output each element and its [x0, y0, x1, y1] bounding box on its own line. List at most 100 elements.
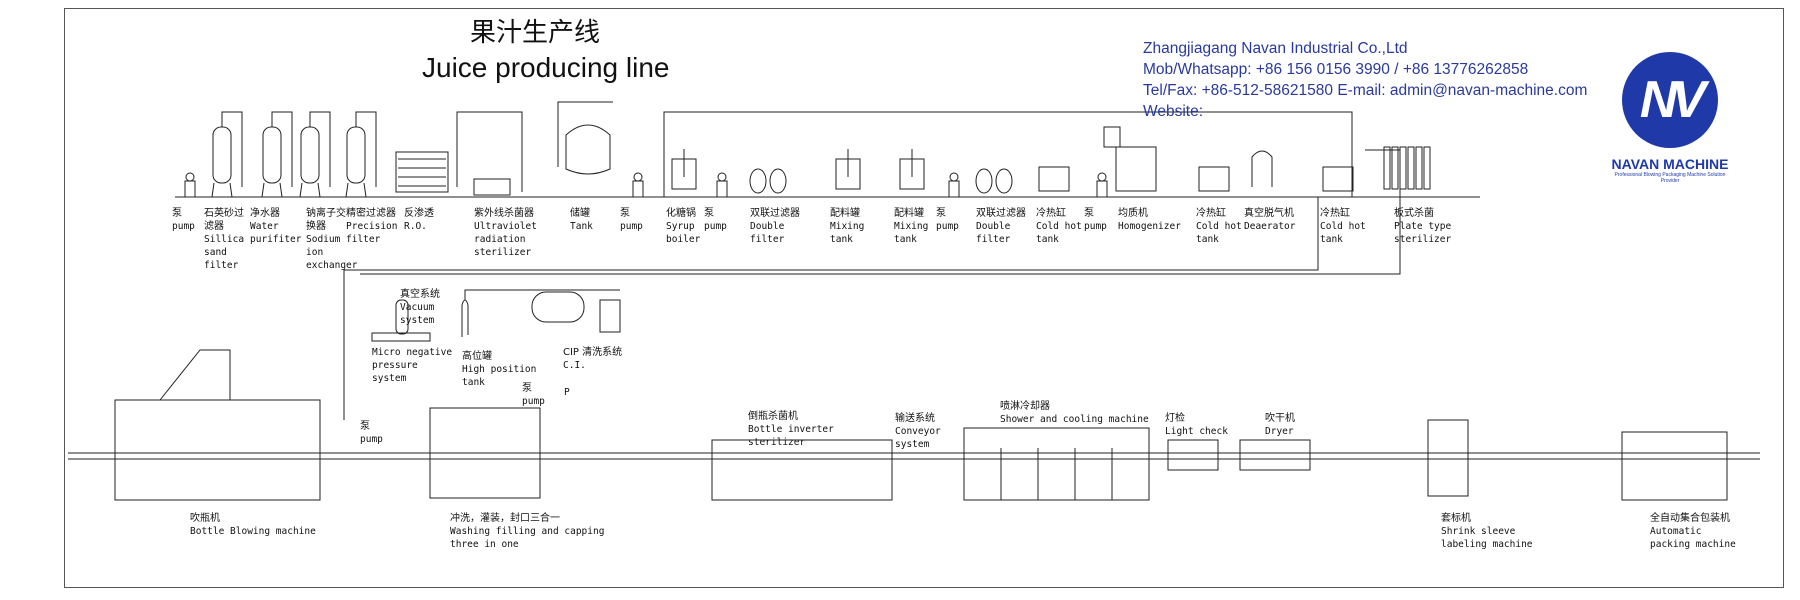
cold-hot-tank-icon — [1038, 166, 1070, 192]
label-zh: 冲洗，灌装，封口三合一 — [450, 513, 560, 524]
label-en: Cold hot tank — [1036, 221, 1082, 245]
bottom-line-item-label: 输送系统 Conveyor system — [895, 412, 941, 451]
logo-name: NAVAN MACHINE — [1611, 156, 1729, 172]
label-en: Light check — [1165, 426, 1228, 437]
filter-tank-icon — [262, 126, 282, 184]
cold-hot-tank-icon — [1322, 166, 1354, 192]
label-zh: 泵 — [936, 208, 946, 219]
label-en: Sillica sand filter — [204, 234, 245, 271]
pump-motor-icon — [633, 172, 643, 182]
label-zh: 双联过滤器 — [750, 208, 800, 219]
title-english: Juice producing line — [422, 52, 670, 83]
label-zh: 泵 — [360, 421, 370, 432]
label-en: Tank — [570, 221, 593, 232]
pump-icon — [716, 180, 728, 198]
pipe-main — [663, 111, 1353, 197]
label-zh: 净水器 — [250, 208, 280, 219]
middle-item-label: Micro negative pressure system — [372, 346, 452, 385]
label-en: pump — [172, 221, 195, 232]
storage-tank-icon — [565, 124, 611, 175]
high-position-tank-icon — [461, 299, 469, 337]
label-en: pump — [620, 221, 643, 232]
label-en: Shrink sleeve labeling machine — [1441, 526, 1533, 550]
label-zh: 灯检 — [1165, 413, 1185, 424]
label-en: Double filter — [976, 221, 1011, 245]
label-zh: 高位罐 — [462, 351, 492, 362]
label-zh: 双联过滤器 — [976, 208, 1026, 219]
pipe — [456, 111, 523, 192]
label-en: Water purifiter — [250, 221, 302, 245]
label-en: pump — [522, 396, 545, 407]
label-en: R.O. — [404, 221, 427, 232]
homogenizer-motor-icon — [1103, 126, 1121, 148]
label-zh: 化糖锅 — [666, 208, 696, 219]
label-zh: 输送系统 — [895, 413, 935, 424]
label-zh: 均质机 — [1118, 208, 1148, 219]
label-zh: 反渗透 — [404, 208, 434, 219]
pipe — [355, 111, 377, 187]
plate-sterilizer-icon — [1383, 146, 1391, 190]
pump-motor-icon — [949, 172, 959, 182]
vacuum-tank-icon — [395, 299, 409, 335]
label-zh: 真空脱气机 — [1244, 208, 1294, 219]
light-check-icon — [1167, 439, 1219, 471]
label-zh: 真空系统 — [400, 289, 440, 300]
label-zh: 冷热缸 — [1196, 208, 1226, 219]
uv-sterilizer-icon — [473, 178, 511, 196]
label-zh: 全自动集合包装机 — [1650, 513, 1730, 524]
top-line-item-label: 泵 pump — [620, 207, 643, 233]
diagram-frame — [64, 8, 1784, 588]
label-en: Precision filter — [346, 221, 398, 245]
filter-tank-icon — [212, 126, 232, 184]
cold-hot-tank-icon — [1198, 166, 1230, 192]
middle-item-label: P — [564, 386, 570, 399]
label-en: Bottle Blowing machine — [190, 526, 316, 537]
cip-tank-icon — [531, 291, 585, 323]
label-zh: 泵 — [1084, 208, 1094, 219]
middle-item-label: 真空系统 Vacuum system — [400, 288, 440, 327]
plate-sterilizer-icon — [1391, 146, 1399, 190]
company-tel-email: Tel/Fax: +86-512-58621580 E-mail: admin@… — [1143, 82, 1588, 99]
label-en: Vacuum system — [400, 302, 435, 326]
double-filter-icon — [995, 168, 1013, 194]
pipe — [271, 111, 293, 187]
pipe — [464, 289, 620, 300]
label-zh: 配料罐 — [894, 208, 924, 219]
pump-icon — [948, 180, 960, 198]
navan-logo: NV NAVAN MACHINE Professional Blowing Pa… — [1610, 52, 1730, 184]
label-zh: 紫外线杀菌器 — [474, 208, 534, 219]
label-en: Mixing tank — [894, 221, 929, 245]
label-en: pump — [1084, 221, 1107, 232]
deaerator-icon — [1251, 150, 1273, 187]
top-line-item-label: 反渗透 R.O. — [404, 207, 434, 233]
filter-tank-icon — [300, 126, 320, 184]
company-mobile: Mob/Whatsapp: +86 156 0156 3990 / +86 13… — [1143, 61, 1529, 78]
tank-legs-icon — [345, 182, 367, 198]
label-en: Micro negative pressure system — [372, 347, 453, 384]
label-zh: 泵 — [172, 208, 182, 219]
label-zh: 泵 — [620, 208, 630, 219]
label-en: Conveyor system — [895, 426, 941, 450]
pipe-return — [343, 197, 1319, 420]
bottle-inverter-icon — [711, 439, 893, 501]
shower-cooling-icon — [963, 427, 1150, 501]
label-zh: 钠离子交换器 — [306, 208, 346, 232]
vacuum-system-base-icon — [371, 332, 431, 342]
double-filter-icon — [749, 168, 767, 194]
logo-mark: NV — [1622, 52, 1718, 148]
